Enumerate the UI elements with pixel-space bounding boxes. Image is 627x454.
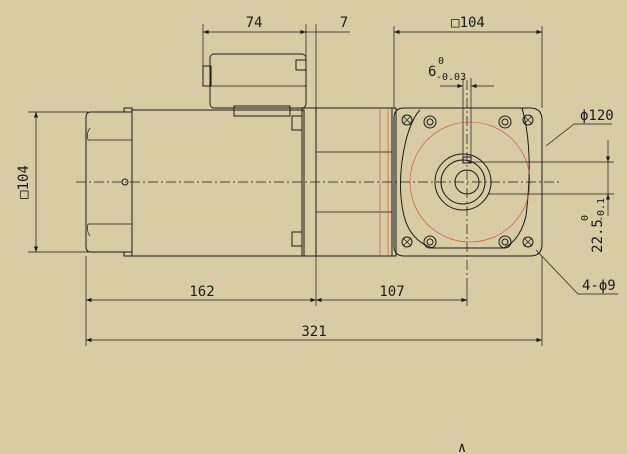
dim-label-flange-square: □104 (451, 15, 485, 31)
dim-height-left: □104 (16, 111, 88, 253)
dim-label-mounting-holes: 4-ϕ9 (582, 278, 616, 294)
dim-label-shaft-height-tol-lower: -0.1 (596, 198, 607, 222)
dim-label-total-length: 321 (301, 324, 326, 340)
dim-terminal-box: 74 (202, 15, 307, 66)
dim-motor-length: 162 (85, 256, 317, 346)
dim-label-gearbox-length: 107 (379, 284, 404, 300)
dim-shaft-height: 22.5 0 -0.1 (468, 140, 614, 253)
bolt-icon (401, 235, 437, 249)
dim-gap: 7 (306, 15, 350, 108)
dim-label-keyway-tol-lower: -0.03 (436, 72, 466, 83)
dim-label-keyway: 6 (428, 64, 436, 80)
dim-label-height-left: □104 (16, 165, 32, 199)
dim-flange-diameter: ϕ120 (545, 108, 614, 147)
footer-mark: ∧ (458, 440, 466, 454)
dim-label-motor-length: 162 (189, 284, 214, 300)
dim-mounting-holes: 4-ϕ9 (535, 249, 618, 295)
dim-label-terminal-box: 74 (246, 15, 263, 31)
dim-gearbox-length: 107 (316, 284, 468, 306)
dim-flange-square: □104 (393, 15, 543, 108)
dim-label-shaft-height-tol-upper: 0 (580, 215, 591, 221)
dim-label-gap: 7 (340, 15, 348, 31)
dim-keyway: 6 0 -0.03 (428, 56, 494, 160)
bolt-icon (498, 235, 534, 249)
dim-label-flange-diameter: ϕ120 (580, 108, 614, 124)
mounting-holes (401, 114, 534, 249)
motor-body (85, 107, 317, 257)
dim-label-shaft-height: 22.5 (590, 219, 606, 253)
bolt-icon (498, 114, 534, 129)
dim-label-keyway-tol-upper: 0 (438, 56, 444, 67)
dim-total-length: 321 (86, 256, 543, 346)
bolt-icon (401, 114, 437, 129)
terminal-box (202, 53, 307, 117)
